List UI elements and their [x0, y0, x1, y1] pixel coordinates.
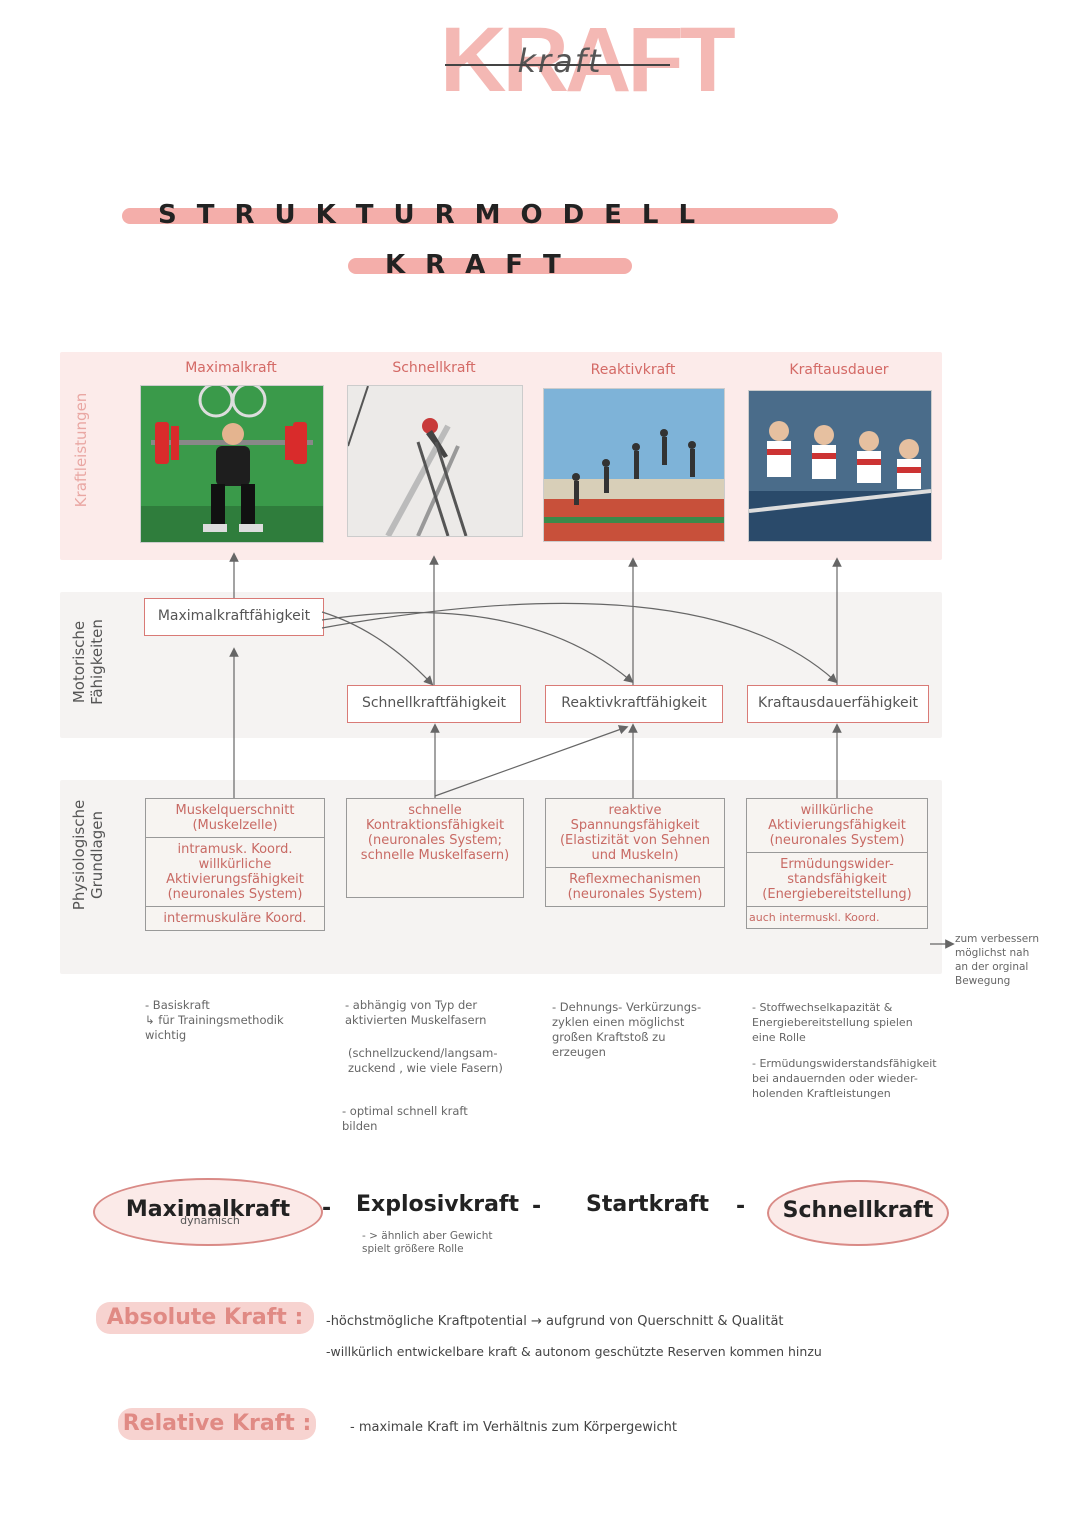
- physio-ausdauer-s1: willkürliche Aktivierungsfähigkeit (neur…: [768, 803, 906, 848]
- ellipse-schnellkraft: Schnellkraft: [767, 1180, 949, 1246]
- physio-box-reaktiv: reaktive Spannungsfähigkeit (Elastizität…: [545, 798, 725, 907]
- physio-schnell-s1: schnelle Kontraktionsfähigkeit (neuronal…: [360, 803, 510, 863]
- box-schnellkraftfaehigkeit: Schnellkraftfähigkeit: [347, 685, 521, 723]
- physio-ausdauer-s3: auch intermuskl. Koord.: [747, 906, 927, 928]
- dash-2: -: [532, 1194, 542, 1219]
- label-relative-kraft: Relative Kraft :: [118, 1408, 316, 1440]
- physio-box-maximal: Muskelquerschnitt (Muskelzelle) intramus…: [145, 798, 325, 931]
- box-reaktivkraftfaehigkeit: Reaktivkraftfähigkeit: [545, 685, 723, 723]
- side-note: zum verbessern möglichst nah an der orgi…: [955, 933, 1040, 987]
- absolute-line-1: -höchstmögliche Kraftpotential → aufgrun…: [326, 1314, 784, 1329]
- dash-1: -: [322, 1196, 332, 1221]
- photo-hurdle-jump: [543, 388, 725, 542]
- label-dynamisch: dynamisch: [180, 1214, 240, 1227]
- relative-line-1: - maximale Kraft im Verhältnis zum Körpe…: [350, 1420, 677, 1435]
- label-startkraft: Startkraft: [586, 1192, 709, 1217]
- ellipse-maximalkraft: Maximalkraft: [93, 1178, 323, 1246]
- physio-maximal-s1: Muskelquerschnitt (Muskelzelle): [175, 803, 295, 833]
- note-schnell-c: - optimal schnell kraft bilden: [342, 1104, 468, 1133]
- heading-highlight-2: [348, 258, 632, 274]
- absolute-line-2: -willkürlich entwickelbare kraft & auton…: [326, 1344, 822, 1359]
- heading-strukturmodell: STRUKTURMODELL: [158, 200, 716, 230]
- dash-3: -: [736, 1194, 746, 1219]
- note-reaktiv: - Dehnungs- Verkürzungs- zyklen einen mö…: [552, 1000, 702, 1059]
- physio-maximal-s3: intermuskuläre Koord.: [146, 906, 324, 930]
- physio-box-ausdauer: willkürliche Aktivierungsfähigkeit (neur…: [746, 798, 928, 929]
- physio-ausdauer-s2: Ermüdungswider- standsfähigkeit (Energie…: [747, 852, 927, 906]
- photo-weightlifter: [140, 385, 324, 543]
- note-ausdauer-a: - Stoffwechselkapazität & Energiebereits…: [752, 1001, 913, 1044]
- colhead-maximalkraft: Maximalkraft: [185, 360, 277, 376]
- note-schnell-b: (schnellzuckend/langsam- zuckend , wie v…: [348, 1046, 503, 1075]
- note-schnell-a: - abhängig von Typ der aktivierten Muske…: [345, 998, 487, 1027]
- note-ausdauer-b: - Ermüdungswiderstandsfähigkeit bei anda…: [752, 1057, 937, 1100]
- note-explosivkraft: - > ähnlich aber Gewicht spielt größere …: [362, 1230, 493, 1255]
- label-absolute-kraft: Absolute Kraft :: [96, 1302, 314, 1334]
- label-explosivkraft: Explosivkraft: [356, 1192, 520, 1217]
- heading-highlight-1: [122, 208, 838, 224]
- colhead-reaktivkraft: Reaktivkraft: [590, 362, 676, 378]
- photo-rowers: [748, 390, 932, 542]
- photo-skijumper: [347, 385, 523, 537]
- physio-reaktiv-s2: Reflexmechanismen (neuronales System): [546, 867, 724, 906]
- colhead-kraftausdauer: Kraftausdauer: [789, 362, 889, 378]
- physio-maximal-s2: intramusk. Koord. willkürliche Aktivieru…: [146, 837, 324, 906]
- note-maximal: - Basiskraft ↳ für Trainingsmethodik wic…: [145, 998, 284, 1042]
- physio-box-schnell: schnelle Kontraktionsfähigkeit (neuronal…: [346, 798, 524, 898]
- heading-kraft: KRAFT: [385, 250, 581, 280]
- box-maximalkraftfaehigkeit: Maximalkraftfähigkeit: [144, 598, 324, 636]
- title-handwritten: kraft: [517, 42, 603, 80]
- physio-reaktiv-s1: reaktive Spannungsfähigkeit (Elastizität…: [559, 803, 711, 863]
- box-kraftausdauerfaehigkeit: Kraftausdauerfähigkeit: [747, 685, 929, 723]
- colhead-schnellkraft: Schnellkraft: [392, 360, 476, 376]
- title-strike-line: [445, 64, 670, 66]
